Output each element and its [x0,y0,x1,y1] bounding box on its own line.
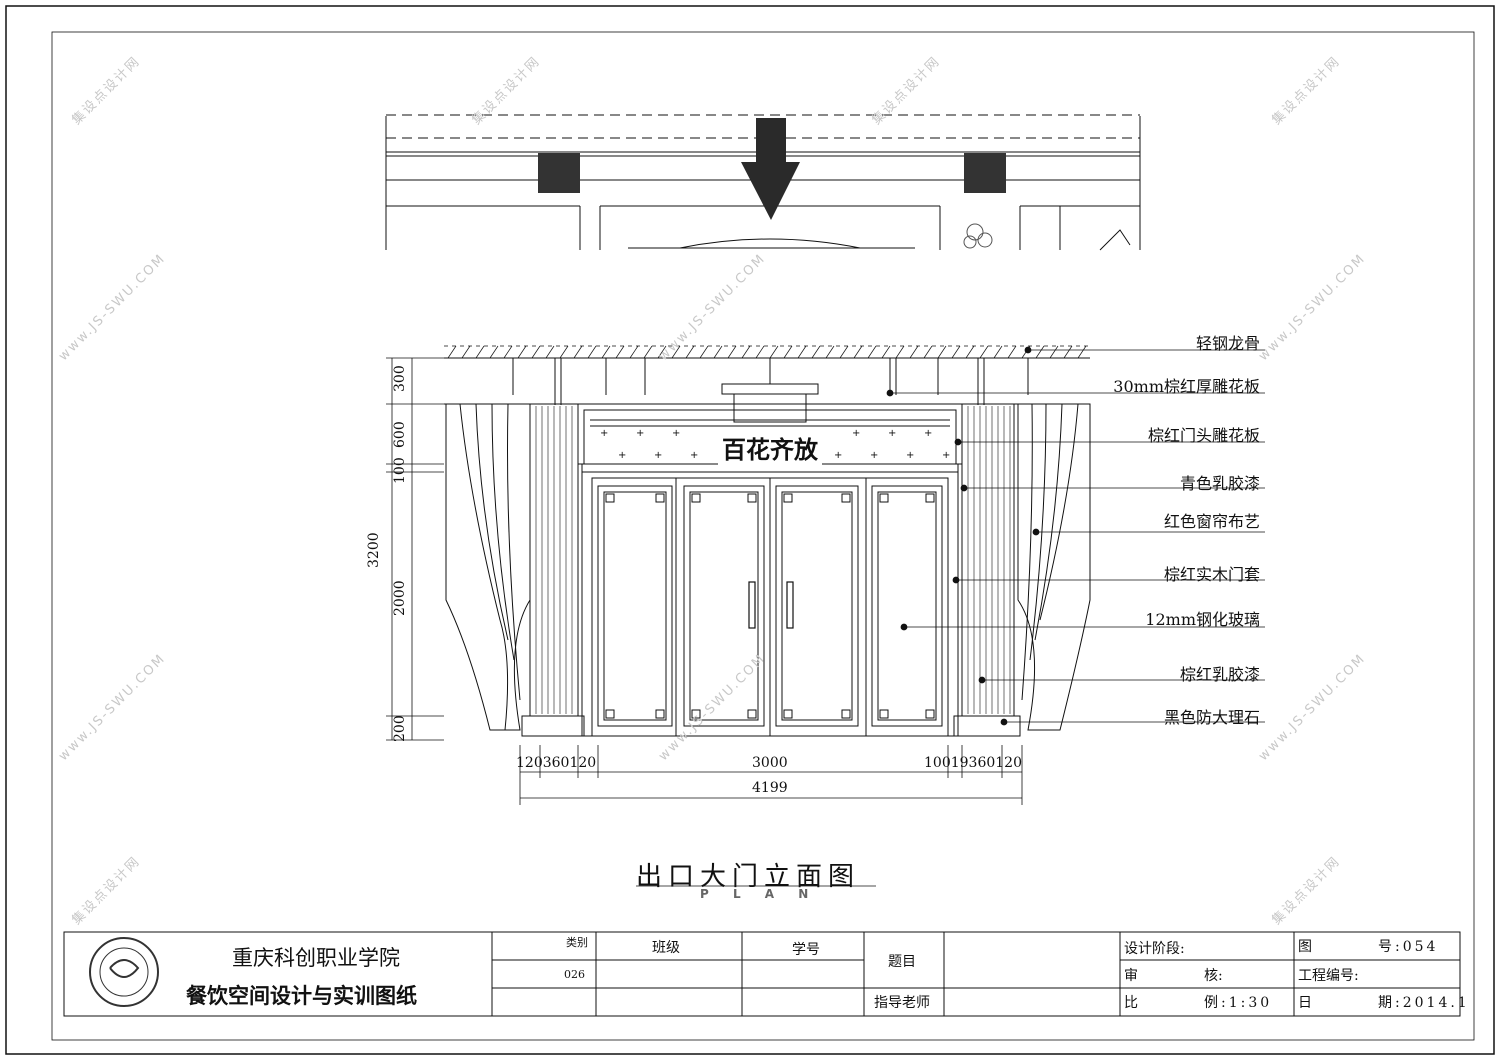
annotation-label: 轻钢龙骨 [1195,334,1260,353]
annotation-label: 12mm钢化玻璃 [1145,610,1260,629]
dim-3000: 3000 [752,755,788,771]
school-name: 重庆科创职业学院 [232,946,400,970]
review-label: 审 [1124,968,1138,984]
dim-600: 600 [392,421,408,448]
advisor-label: 指导老师 [874,995,930,1011]
design-stage-label: 设计阶段: [1124,941,1185,957]
horizontal-dimension [519,745,1023,805]
sheet-name: 餐饮空间设计与实训图纸 [186,984,417,1008]
svg-text:+: + [870,450,878,461]
annotation-label: 棕红门头雕花板 [1147,426,1260,445]
dim-3200: 3200 [366,532,382,568]
annotation-label: 黑色防大理石 [1163,708,1260,727]
door-frame [581,471,959,737]
direction-arrow-icon [741,118,800,220]
svg-text:+: + [600,428,608,439]
column-left [538,153,580,193]
drawing-title: 出口大门立面图 [636,862,861,892]
annotation-label: 红色窗帘布艺 [1163,512,1260,531]
project-no-label: 工程编号: [1298,968,1359,984]
date-value: 期:2014.1 [1378,995,1470,1011]
dim-200: 200 [392,715,408,742]
chandelier [721,358,819,423]
svg-text:+: + [924,428,932,439]
school-seal-icon [89,937,159,1007]
svg-text:+: + [636,428,644,439]
drawing-no-value: 号:054 [1378,939,1439,955]
annotation-label: 棕红实木门套 [1163,565,1260,584]
annotation-label: 30mm棕红厚雕花板 [1113,377,1260,396]
title-block-grid [63,931,1461,1017]
plant-icon [963,223,993,249]
svg-text:+: + [654,450,662,461]
dim-300: 300 [392,365,408,392]
scale-label: 比 [1124,995,1138,1011]
svg-text:+: + [618,450,626,461]
review-label-2: 核: [1204,968,1223,984]
pilaster-left [521,403,585,737]
column-right [964,153,1006,193]
ceiling-hangers [512,358,1029,405]
dim-right-group: 10019360120 [924,755,1022,771]
svg-text:+: + [852,428,860,439]
svg-text:+: + [834,450,842,461]
dim-100: 100 [392,457,408,484]
drawing-subtitle: P L A N [700,887,819,901]
category-label: 类别 [566,936,588,949]
student-no-label: 学号 [792,942,820,958]
annotation-label: 棕红乳胶漆 [1179,665,1260,684]
dim-left-group: 120360120 [516,755,597,771]
vertical-dimension [386,357,444,741]
svg-text:+: + [690,450,698,461]
ceiling-slab [444,357,1090,405]
topic-label: 题目 [888,954,916,970]
category-value: 026 [564,968,585,981]
svg-text:+: + [888,428,896,439]
date-label: 日 [1298,995,1312,1011]
door-inscription: 百花齐放 [718,430,822,465]
door-handles [748,581,794,629]
svg-text:+: + [906,450,914,461]
curtain-left [445,403,531,731]
drawing-no-label: 图 [1298,939,1312,955]
svg-text:+: + [672,428,680,439]
class-label: 班级 [652,940,680,956]
curtain-right [1017,403,1091,731]
scale-value: 例:1:30 [1204,995,1273,1011]
dim-4199: 4199 [752,780,788,796]
svg-text:+: + [942,450,950,461]
pilaster-right [953,403,1021,737]
annotation-label: 青色乳胶漆 [1179,474,1260,493]
dim-2000: 2000 [392,580,408,616]
